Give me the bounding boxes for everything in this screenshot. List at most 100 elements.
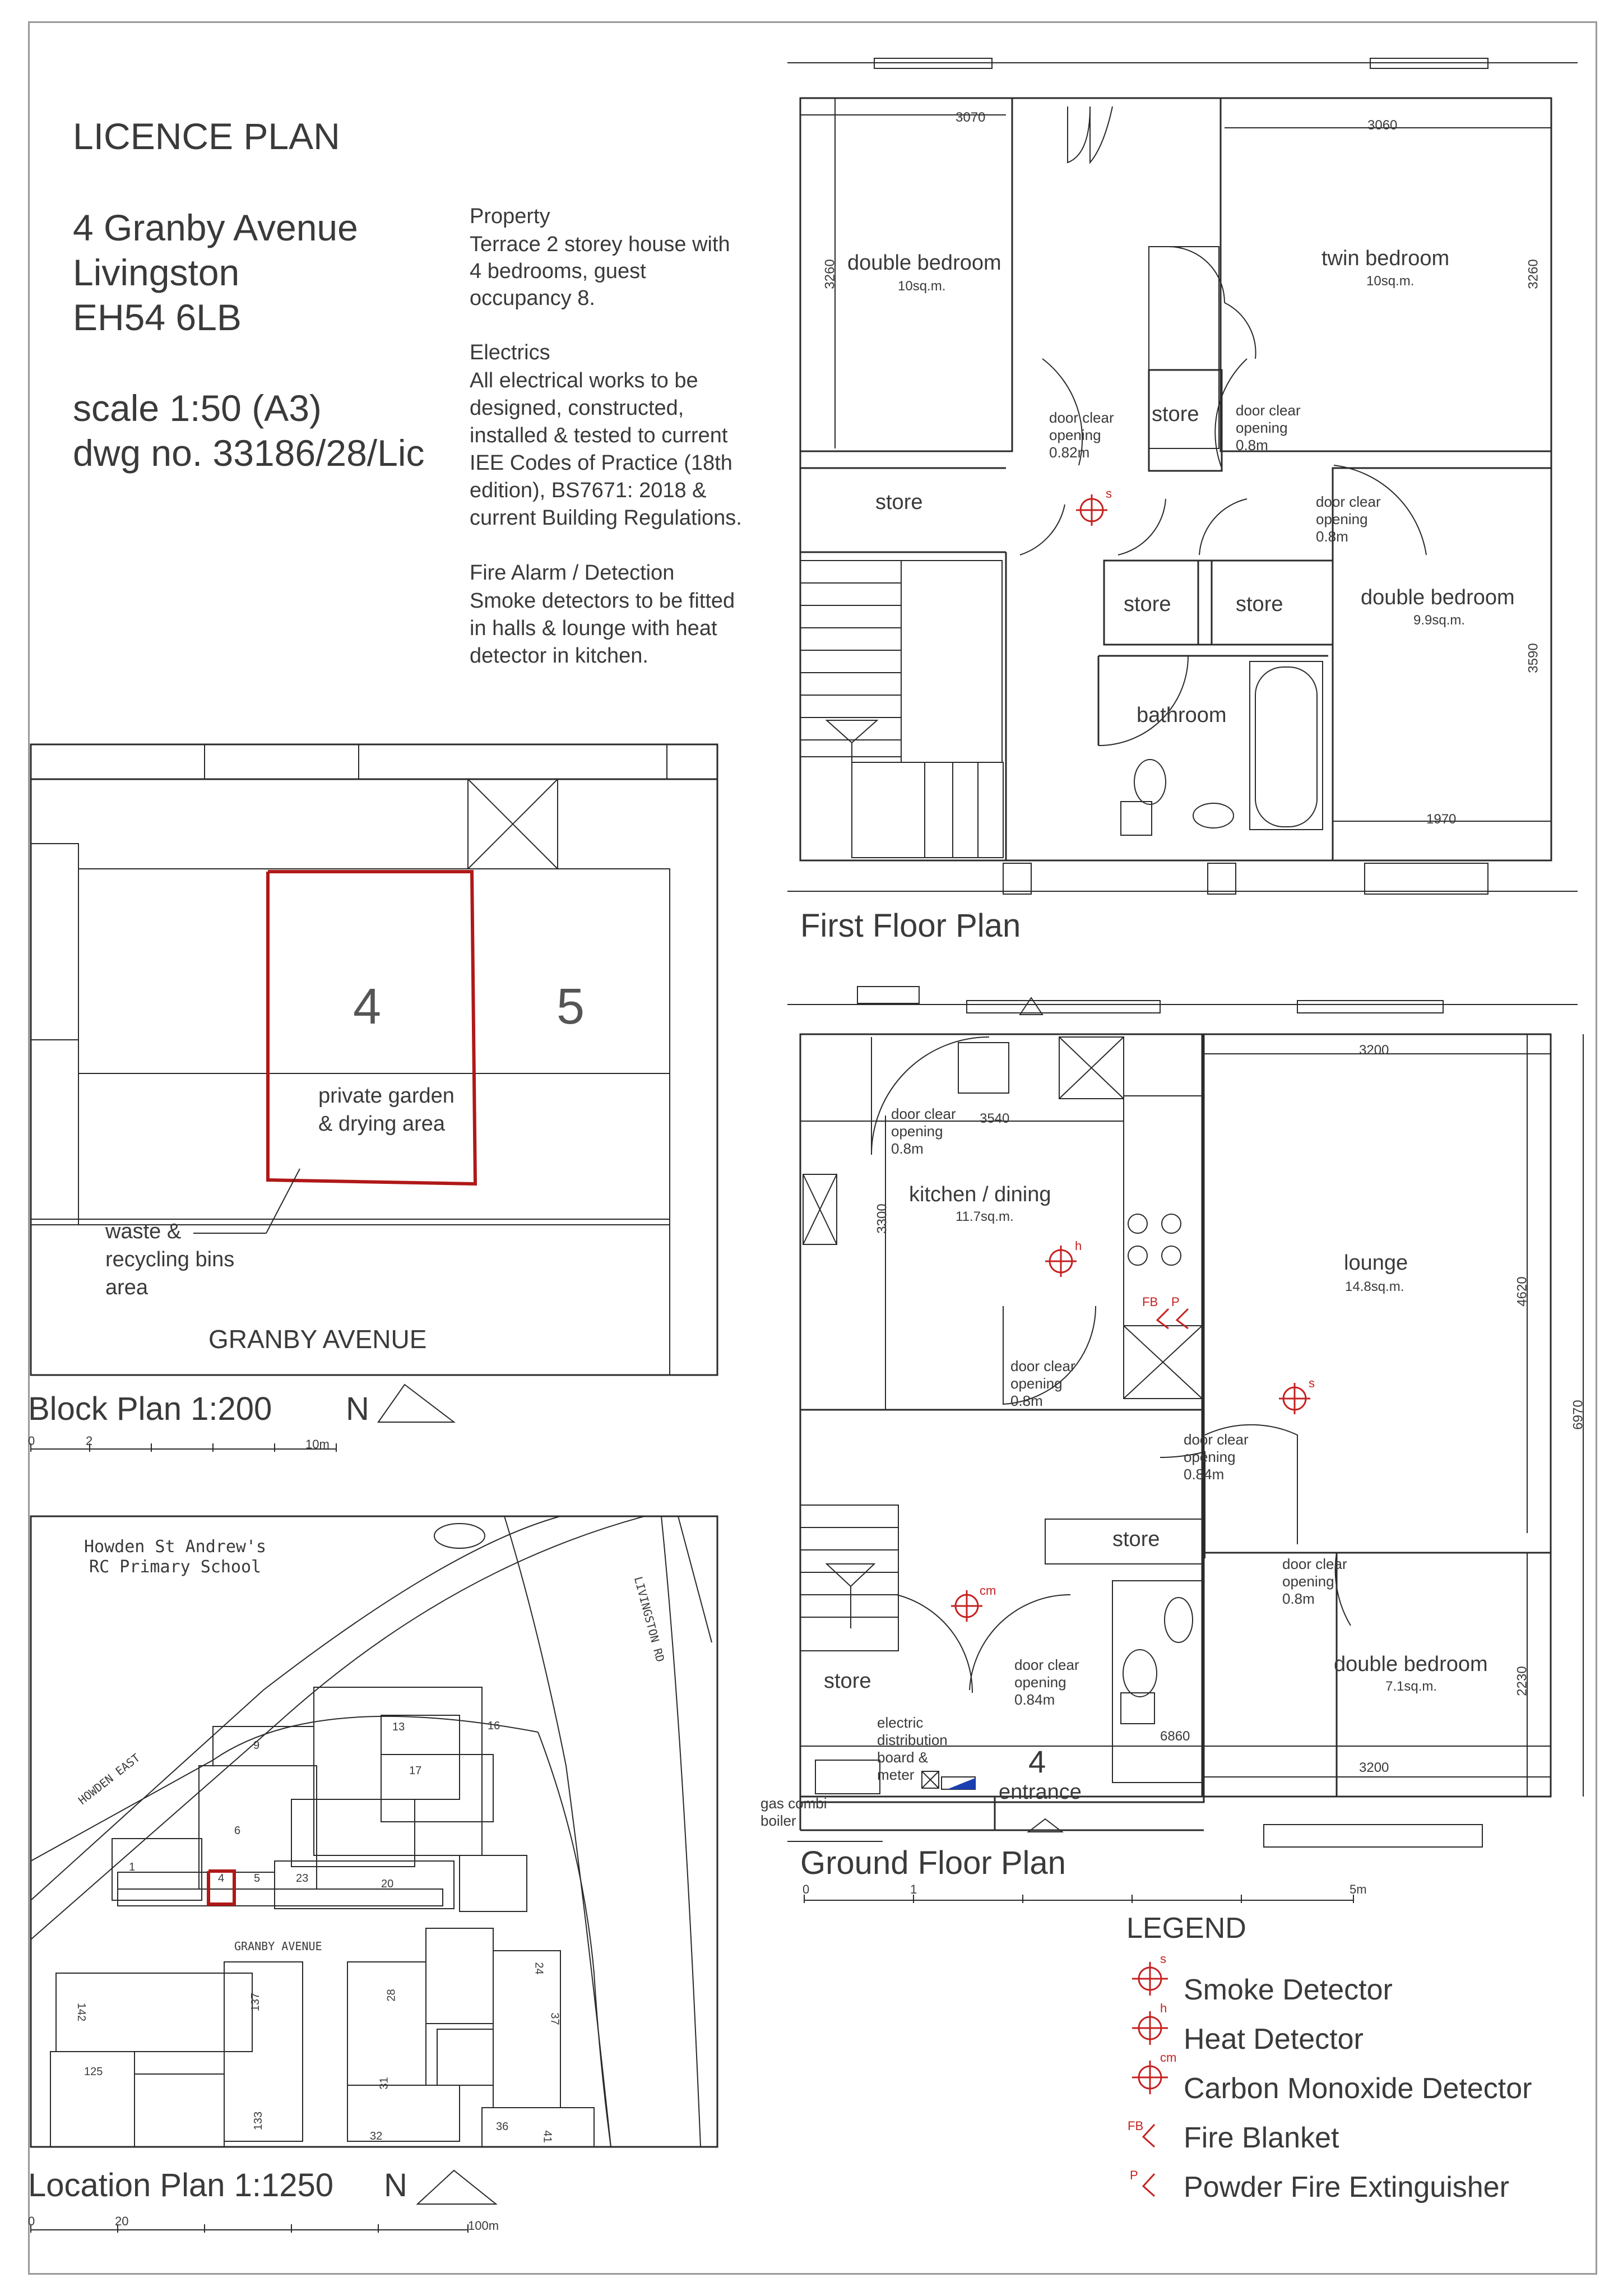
legend-heading: LEGEND: [1126, 1912, 1246, 1945]
ff-twin-bedroom: twin bedroom: [1321, 247, 1450, 270]
gf-double-bedroom-area: 7.1sq.m.: [1385, 1679, 1437, 1694]
electrics-text: All electrical works to be designed, con…: [470, 369, 742, 530]
loc-number-24: 24: [532, 1962, 545, 1975]
gf-dim-6970: 6970: [1570, 1400, 1586, 1430]
ff-double-bedroom-2-area: 9.9sq.m.: [1413, 613, 1466, 628]
gf-dim-3200-bottom: 3200: [1359, 1760, 1389, 1775]
electrics-heading: Electrics: [470, 341, 550, 364]
plan-title: LICENCE PLAN: [73, 115, 340, 157]
gf-powder-tag: P: [1171, 1295, 1180, 1309]
loc-number-17: 17: [409, 1765, 422, 1777]
gf-lounge-label: lounge: [1344, 1251, 1408, 1275]
loc-number-4: 4: [218, 1872, 225, 1885]
loc-number-32: 32: [370, 2130, 383, 2142]
legend-smoke-tag: s: [1160, 1952, 1166, 1966]
location-plan: [30, 1515, 718, 2233]
ground-floor-dimension-lines: [800, 1034, 1584, 1797]
loc-number-125: 125: [84, 2066, 103, 2078]
block-plan-caption: Block Plan 1:200: [28, 1391, 272, 1427]
property-heading: Property: [470, 205, 550, 228]
gf-scale-1: 1: [910, 1882, 917, 1896]
loc-number-5: 5: [254, 1872, 261, 1885]
loc-number-23: 23: [296, 1872, 309, 1885]
loc-number-6: 6: [234, 1825, 241, 1837]
ground-scale-ticks: [804, 1895, 1354, 1903]
legend-heat-label: Heat Detector: [1184, 2023, 1364, 2056]
gf-scale-0: 0: [803, 1882, 810, 1896]
block-house-4-label: 4: [353, 979, 382, 1035]
address-line-3: EH54 6LB: [73, 297, 242, 338]
ground-floor-stairs: [800, 1505, 899, 1651]
gf-dim-3300: 3300: [874, 1203, 890, 1234]
ff-dim-3590: 3590: [1525, 643, 1541, 673]
gf-kitchen-area: 11.7sq.m.: [956, 1209, 1014, 1224]
loc-number-9: 9: [253, 1739, 260, 1752]
block-plan: [30, 743, 718, 1452]
loc-number-133: 133: [252, 2111, 265, 2131]
location-scale-100: 100m: [468, 2219, 499, 2233]
gf-smoke-tag: s: [1309, 1376, 1315, 1390]
ground-floor-co-detector-symbol: [951, 1590, 982, 1622]
ff-twin-bedroom-area: 10sq.m.: [1366, 274, 1415, 289]
gf-dim-2230: 2230: [1514, 1666, 1530, 1696]
address-line-1: 4 Granby Avenue: [73, 207, 358, 248]
gf-lounge-area: 14.8sq.m.: [1345, 1279, 1404, 1294]
drawing-frame: [28, 21, 1597, 2275]
gf-co-tag: cm: [980, 1584, 996, 1598]
gf-door-note-2: door clear opening 0.8m: [1010, 1358, 1075, 1409]
loc-number-13: 13: [392, 1721, 405, 1733]
first-floor-caption: First Floor Plan: [800, 908, 1021, 944]
bins-area-label: waste & recycling bins area: [105, 1220, 235, 1299]
loc-number-37: 37: [548, 2012, 561, 2025]
legend-blanket-label: Fire Blanket: [1184, 2122, 1339, 2154]
loc-number-36: 36: [496, 2121, 509, 2133]
drawing-number: dwg no. 33186/28/Lic: [73, 432, 425, 474]
legend-heat-symbol: [1132, 2011, 1168, 2045]
legend-symbols: [1132, 1962, 1168, 2197]
loc-number-20: 20: [381, 1878, 394, 1890]
first-floor-plan: [787, 58, 1578, 895]
ff-door-note-2: door clear opening 0.8m: [1236, 402, 1301, 453]
block-house-5-label: 5: [557, 979, 585, 1035]
legend-smoke-label: Smoke Detector: [1184, 1974, 1393, 2006]
ff-door-note-3: door clear opening 0.8m: [1316, 493, 1381, 545]
ff-dim-3060: 3060: [1367, 118, 1398, 133]
ff-store-b: store: [875, 490, 923, 514]
location-scale-0: 0: [28, 2214, 35, 2228]
legend-co-label: Carbon Monoxide Detector: [1184, 2072, 1532, 2105]
legend-smoke-symbol: [1132, 1962, 1168, 1996]
location-scale-ticks: [30, 2224, 469, 2233]
gf-store-a: store: [1112, 1527, 1160, 1551]
block-scale-10: 10m: [305, 1437, 330, 1451]
location-blocks: [50, 1687, 595, 2147]
ff-dim-3260-right: 3260: [1525, 259, 1541, 289]
ff-double-bedroom-1: double bedroom: [847, 251, 1001, 275]
ff-bathroom: bathroom: [1137, 703, 1227, 727]
legend-powder-symbol: [1142, 2173, 1156, 2197]
ff-double-bedroom-2: double bedroom: [1361, 586, 1515, 609]
gf-electric-board-label: electric distribution board & meter: [877, 1714, 948, 1783]
gf-heat-tag: h: [1075, 1239, 1082, 1253]
loc-number-28: 28: [385, 1989, 398, 2002]
ground-floor-smoke-detector-symbol: [1279, 1383, 1310, 1414]
location-scale-20: 20: [115, 2214, 129, 2228]
ff-store-c: store: [1124, 592, 1171, 616]
ground-floor-plan: [787, 986, 1584, 1903]
school-label: Howden St Andrew's RC Primary School: [84, 1537, 267, 1577]
ground-floor-fire-equipment-symbols: [1156, 1308, 1189, 1330]
gf-door-note-1: door clear opening 0.8m: [891, 1105, 956, 1157]
location-plan-caption: Location Plan 1:1250: [28, 2167, 333, 2204]
fire-alarm-heading: Fire Alarm / Detection: [470, 561, 675, 585]
gf-door-note-3: door clear opening 0.84m: [1184, 1431, 1249, 1483]
gf-door-note-4: door clear opening 0.8m: [1282, 1556, 1347, 1607]
first-floor-dimension-lines: [800, 98, 1552, 860]
first-floor-stairs: [800, 560, 1004, 858]
ff-door-note-1: door clear opening 0.82m: [1049, 409, 1114, 461]
location-street-label: GRANBY AVENUE: [234, 1939, 322, 1953]
ff-dim-3260-left: 3260: [822, 259, 838, 289]
gf-boiler-label: gas combi boiler: [761, 1795, 827, 1829]
first-floor-smoke-detector-symbol: [1076, 494, 1107, 526]
ff-double-bedroom-1-area: 10sq.m.: [898, 279, 946, 294]
loc-number-1: 1: [129, 1861, 136, 1873]
